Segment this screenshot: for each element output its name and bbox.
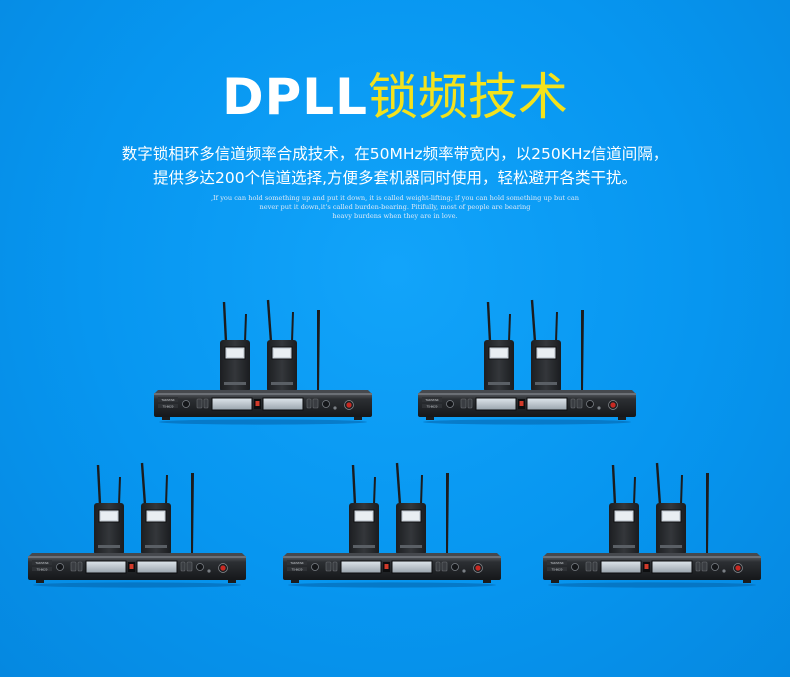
model-label: TS-6620 xyxy=(427,404,438,408)
wireless-receiver-set-illustration: TAKSTAR TS-6620 xyxy=(543,462,761,588)
product-image-2: TAKSTAR TS-6620 xyxy=(416,298,636,426)
wireless-receiver-set-illustration: TAKSTAR TS-6620 xyxy=(28,462,246,588)
brand-label: TAKSTAR xyxy=(289,561,303,565)
title-english: DPLL xyxy=(222,68,368,126)
model-label: TS-6620 xyxy=(292,567,303,571)
model-label: TS-6620 xyxy=(163,404,174,408)
product-image-1: TAKSTAR TS-6620 xyxy=(152,298,372,426)
product-image-3: TAKSTAR TS-6620 xyxy=(26,461,246,589)
product-image-5: TAKSTAR TS-6620 xyxy=(541,461,761,589)
description-line-2: 提供多达200个信道选择,方便多套机器同时使用，轻松避开各类干扰。 xyxy=(152,169,637,187)
model-label: TS-6620 xyxy=(552,567,563,571)
wireless-receiver-set-illustration: TAKSTAR TS-6620 xyxy=(418,299,636,425)
english-paragraph: ,If you can hold something up and put it… xyxy=(190,194,600,221)
brand-label: TAKSTAR xyxy=(34,561,48,565)
product-image-4: TAKSTAR TS-6620 xyxy=(281,461,501,589)
wireless-receiver-set-illustration: TAKSTAR TS-6620 xyxy=(154,299,372,425)
model-label: TS-6620 xyxy=(37,567,48,571)
english-line-3: heavy burdens when they are in love. xyxy=(332,212,458,220)
brand-label: TAKSTAR xyxy=(549,561,563,565)
wireless-receiver-set-illustration: TAKSTAR TS-6620 xyxy=(283,462,501,588)
title-chinese: 锁频技术 xyxy=(367,68,568,126)
brand-label: TAKSTAR xyxy=(160,398,174,402)
english-line-1: ,If you can hold something up and put it… xyxy=(210,194,580,202)
brand-label: TAKSTAR xyxy=(424,398,438,402)
page-title: DPLL锁频技术 xyxy=(0,66,790,128)
description-line-1: 数字锁相环多信道频率合成技术，在50MHz频率带宽内，以250KHz信道间隔， xyxy=(121,145,669,163)
english-line-2: never put it down,it's called burden-bea… xyxy=(259,203,531,211)
